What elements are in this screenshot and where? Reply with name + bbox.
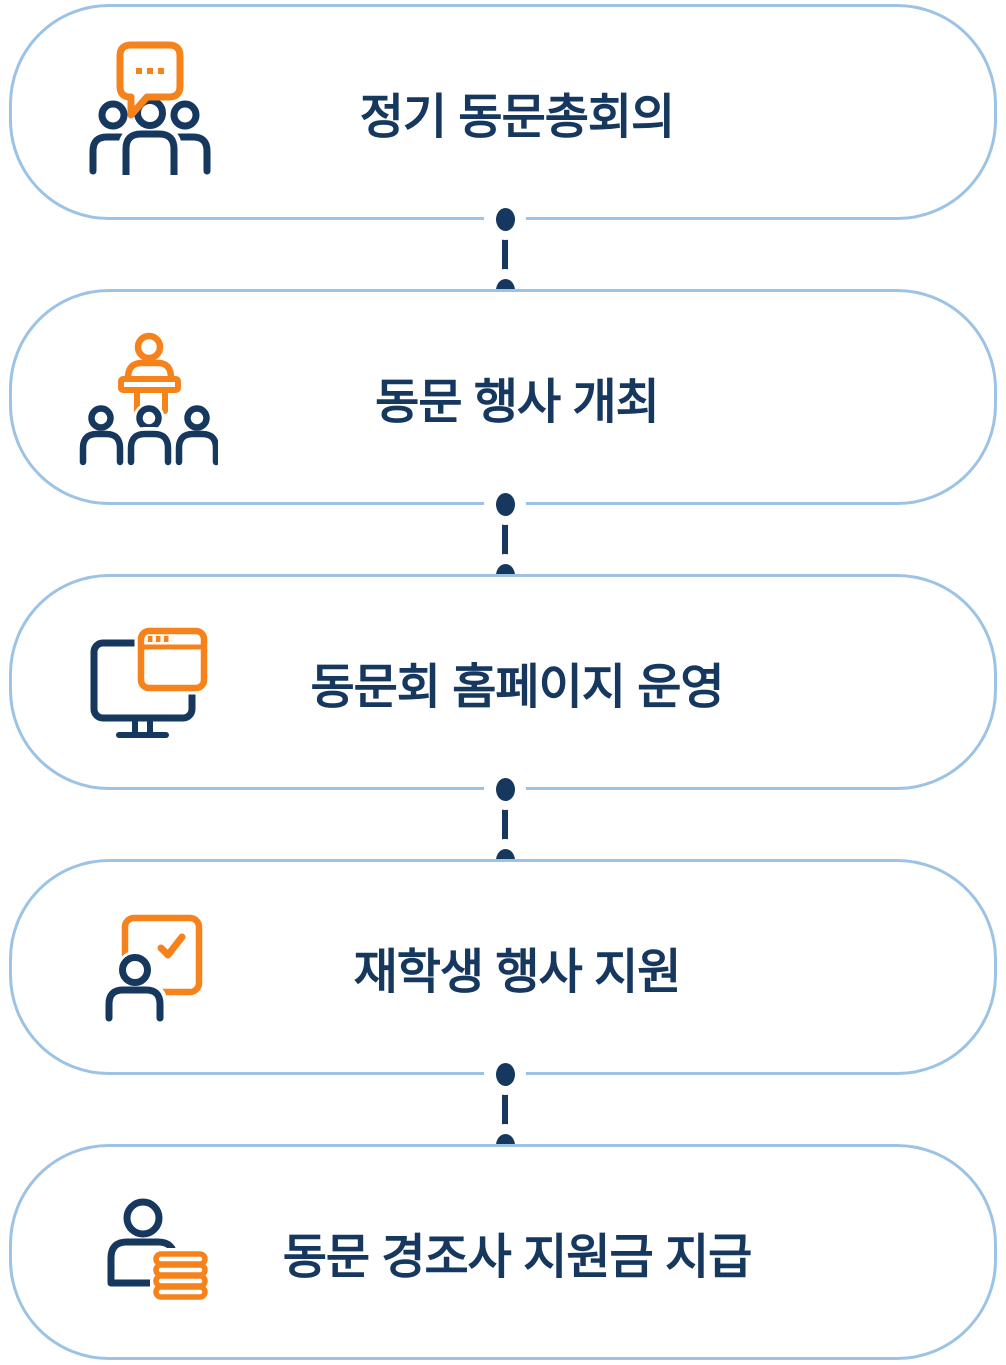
connector-dot [484,483,526,525]
step-label-3: 동문회 홈페이지 운영 [310,661,724,714]
speech-bubble-meeting-people-icon [85,35,225,175]
step-label-1: 정기 동문총회의 [359,91,675,144]
step-card-2: 동문 행사 개최 [9,289,997,505]
connector-dot [484,768,526,810]
speaker-podium-audience-icon [78,332,218,472]
step-label-2: 동문 행사 개최 [375,376,660,429]
connector-line [502,219,508,290]
connector-dot [484,1053,526,1095]
monitor-browser-window-icon [88,617,228,757]
connector-line [502,504,508,575]
step-card-4: 재학생 행사 지원 [9,859,997,1075]
board-checkmark-person-icon [96,905,236,1045]
person-coin-stack-icon [100,1194,240,1334]
connector-dot [484,198,526,240]
step-label-5: 동문 경조사 지원금 지급 [282,1231,753,1284]
connector-line [502,789,508,860]
connector-line [502,1074,508,1145]
step-card-5: 동문 경조사 지원금 지급 [9,1144,997,1360]
step-label-4: 재학생 행사 지원 [353,946,682,999]
